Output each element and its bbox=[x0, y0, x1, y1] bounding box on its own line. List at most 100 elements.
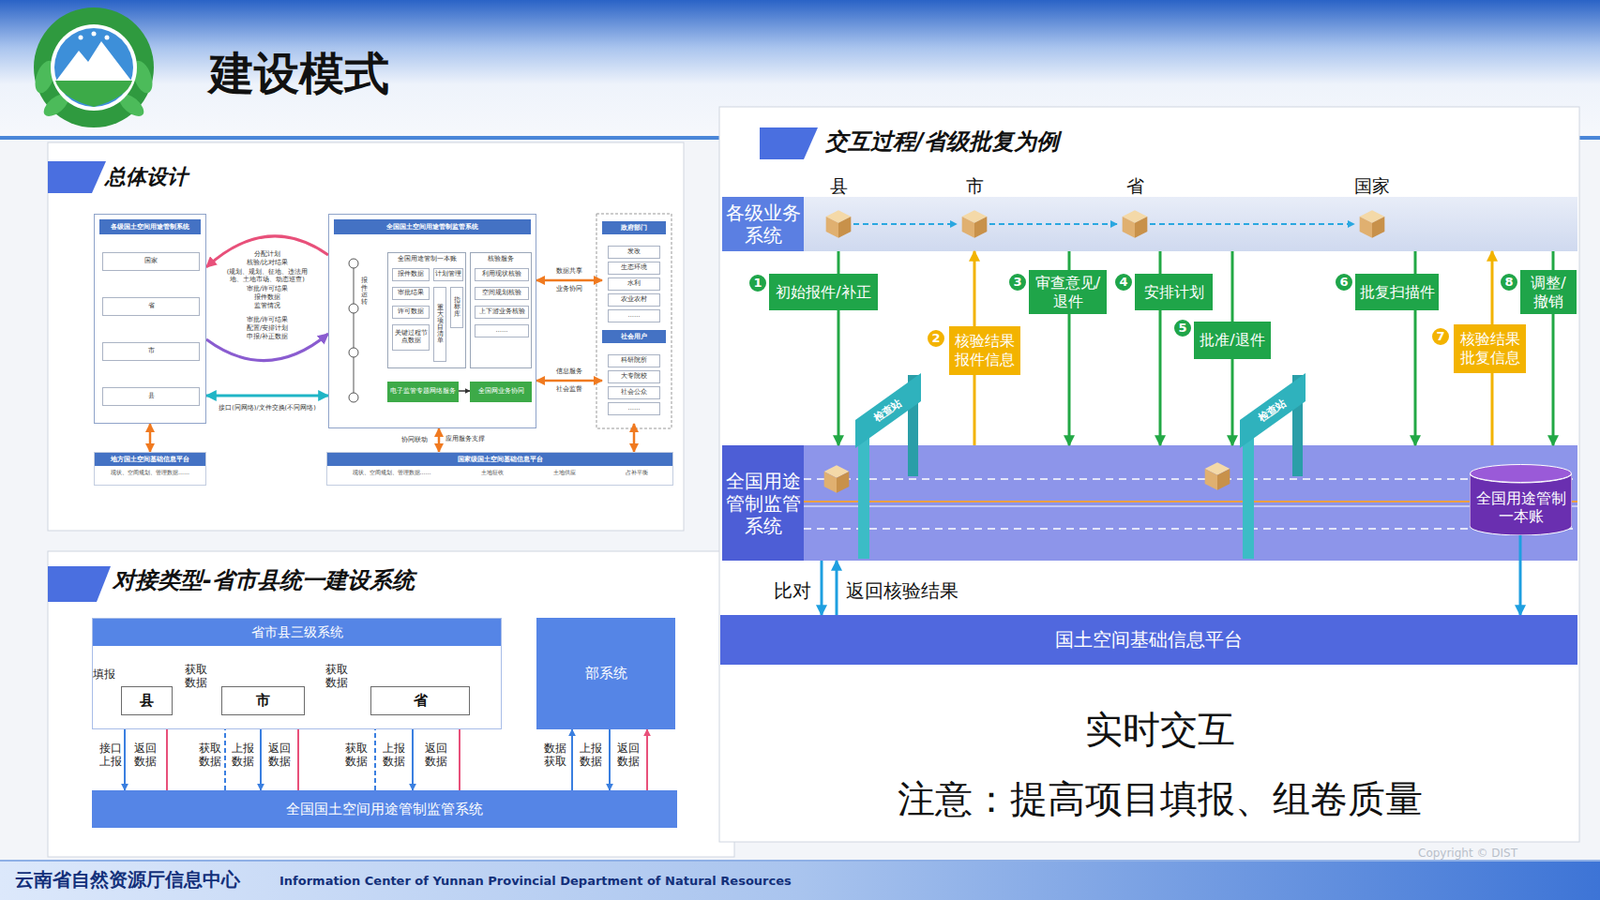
annotation: 分配计划 bbox=[253, 251, 282, 259]
node-text: 国土空间基础信息平台 bbox=[1055, 627, 1243, 653]
item-box: 上下游业务核验 bbox=[474, 305, 529, 319]
connector bbox=[646, 729, 649, 791]
annotation: 报件数据 bbox=[253, 294, 282, 302]
callout-number: 8 bbox=[1498, 271, 1520, 293]
node-text: 土地供应 bbox=[553, 468, 576, 476]
group-box: 全国用途管制一本账报件数据计划管理审批结果许可数据关键过程节点数据重大项目清单指… bbox=[387, 252, 467, 369]
callout-number: 6 bbox=[1333, 271, 1355, 293]
item-box: …… bbox=[474, 324, 529, 338]
annotation: 审批/许可结果 bbox=[245, 316, 289, 325]
edge-label: 获取数据 bbox=[325, 664, 348, 691]
item-box: …… bbox=[607, 309, 661, 323]
connector bbox=[820, 560, 824, 616]
connector bbox=[149, 423, 152, 453]
system-box: 各级国土空间用途管制系统国家省市县 bbox=[93, 213, 207, 424]
node-text: 县 bbox=[139, 692, 154, 710]
node-text: 政府部门 bbox=[602, 221, 666, 235]
database-cylinder: 全国用途管制一本账 bbox=[1469, 464, 1572, 536]
platform-box: 地方国土空间基础信息平台现状、空间规划、管理数据…… bbox=[93, 452, 207, 486]
node-text: 国家级国土空间基础信息平台 bbox=[327, 452, 673, 467]
node-text: 县 bbox=[148, 392, 155, 401]
item-box: 国家 bbox=[102, 252, 200, 272]
annotation: 业务协同 bbox=[555, 286, 584, 294]
node-text: 各级国土空间用途管制系统 bbox=[99, 219, 201, 235]
item-box: 许可数据 bbox=[392, 305, 430, 319]
watermark: Copyright © DIST bbox=[1418, 846, 1518, 861]
section-heading: 交互过程/省级批复为例 bbox=[825, 128, 1059, 156]
node-text: 社会用户 bbox=[602, 330, 666, 344]
callout-number: 3 bbox=[1007, 271, 1028, 293]
annotation: 应用服务支撑 bbox=[444, 436, 486, 444]
node-text: 省 bbox=[148, 302, 155, 311]
node-text: 报件数据 bbox=[397, 271, 424, 279]
gate-label: 检查站 bbox=[872, 396, 906, 425]
item-box: 指标库 bbox=[450, 286, 464, 329]
node-text: 关键过程节点数据 bbox=[393, 330, 428, 346]
node-text: 核验结果报件信息 bbox=[952, 332, 1017, 370]
node-text: 批准/退件 bbox=[1199, 331, 1265, 350]
item-box: 审批结果 bbox=[392, 286, 430, 301]
node-text: 指标库 bbox=[453, 297, 461, 317]
item-box: 农业农村 bbox=[607, 293, 661, 307]
node-text: 省市县三级系统 bbox=[92, 618, 501, 647]
callout-number: 5 bbox=[1172, 317, 1193, 339]
edge-label: 获取数据 bbox=[345, 742, 368, 770]
edge-label: 获取数据 bbox=[198, 742, 222, 770]
step-box: 批复扫描件 bbox=[1355, 273, 1439, 311]
column-label: 市 bbox=[966, 175, 984, 197]
node-text: 地方国土空间基础信息平台 bbox=[94, 452, 206, 467]
edge-label: 上报数据 bbox=[231, 742, 255, 770]
column-label: 县 bbox=[830, 175, 848, 197]
callout-number: 2 bbox=[925, 328, 947, 349]
node-text: 国家 bbox=[144, 257, 158, 266]
group-box: 核验服务利用现状核验空间规划核验上下游业务核验 …… bbox=[469, 252, 532, 369]
annotation: 报件运转 bbox=[361, 277, 368, 307]
node-text: 发改 bbox=[627, 248, 641, 257]
node-text: 全国网业务协同 bbox=[478, 388, 525, 396]
step-box: 调整/撤销 bbox=[1520, 270, 1577, 315]
connector bbox=[536, 379, 603, 383]
node-text: 审批结果 bbox=[397, 289, 424, 298]
system-box: 省市县三级系统县市省 bbox=[91, 618, 502, 730]
edge-label: 数据获取 bbox=[543, 742, 567, 770]
item-box: 水利 bbox=[607, 277, 661, 291]
annotation: 审批/许可结果 bbox=[245, 286, 289, 294]
node-text: 现状、空间规划、管理数据…… bbox=[352, 468, 432, 476]
node-text: 现状、空间规划、管理数据…… bbox=[110, 468, 190, 476]
connector bbox=[633, 423, 636, 453]
node-text: 科研院所 bbox=[620, 357, 648, 365]
service-box: 全国网业务协同 bbox=[469, 381, 532, 403]
edge-label: 上报数据 bbox=[579, 742, 603, 770]
column-label: 省 bbox=[1126, 175, 1145, 197]
annotation: 填报 bbox=[92, 667, 116, 681]
annotation: 社会监督 bbox=[555, 386, 584, 394]
connector bbox=[835, 560, 839, 616]
annotation: 数据共享 bbox=[555, 268, 584, 276]
node-text: 全国用途管制监管系统 bbox=[722, 445, 804, 561]
annotation: 核验/比对结果 bbox=[245, 259, 289, 268]
step-box: 批准/退件 bbox=[1193, 321, 1271, 360]
node-text: 调整/撤销 bbox=[1524, 273, 1573, 312]
node-text: 利用现状核验 bbox=[482, 271, 522, 279]
item-box: 计划管理 bbox=[433, 268, 464, 282]
connector bbox=[206, 394, 329, 398]
node-text: 上下游业务核验 bbox=[479, 308, 526, 317]
connector bbox=[206, 333, 329, 362]
node-text: 审查意见/退件 bbox=[1032, 273, 1103, 312]
item-box: 大专院校 bbox=[607, 370, 661, 384]
platform-box: 国家级国土空间基础信息平台现状、空间规划、管理数据……土地征收土地供应占补平衡 bbox=[326, 452, 674, 486]
edge-label: 返回数据 bbox=[134, 742, 157, 770]
edge-label: 比对 bbox=[771, 579, 814, 603]
connector bbox=[571, 729, 574, 791]
level-box: 市 bbox=[221, 686, 305, 716]
item-box: 生态环境 bbox=[607, 261, 661, 275]
item-box: 社会公众 bbox=[607, 386, 661, 400]
node-text: 核验服务 bbox=[487, 256, 514, 264]
edge-label: 上报数据 bbox=[382, 742, 406, 770]
lane-band: 全国用途管制监管系统 全国用途管制一本账 bbox=[722, 445, 1578, 561]
item-box: 市 bbox=[102, 342, 200, 362]
node-text: 全国国土空间用途管制监管系统 bbox=[286, 800, 484, 819]
edge-label: 接口上报 bbox=[99, 742, 122, 770]
node-text: 空间规划核验 bbox=[482, 289, 522, 298]
item-box: 发改 bbox=[607, 245, 661, 259]
